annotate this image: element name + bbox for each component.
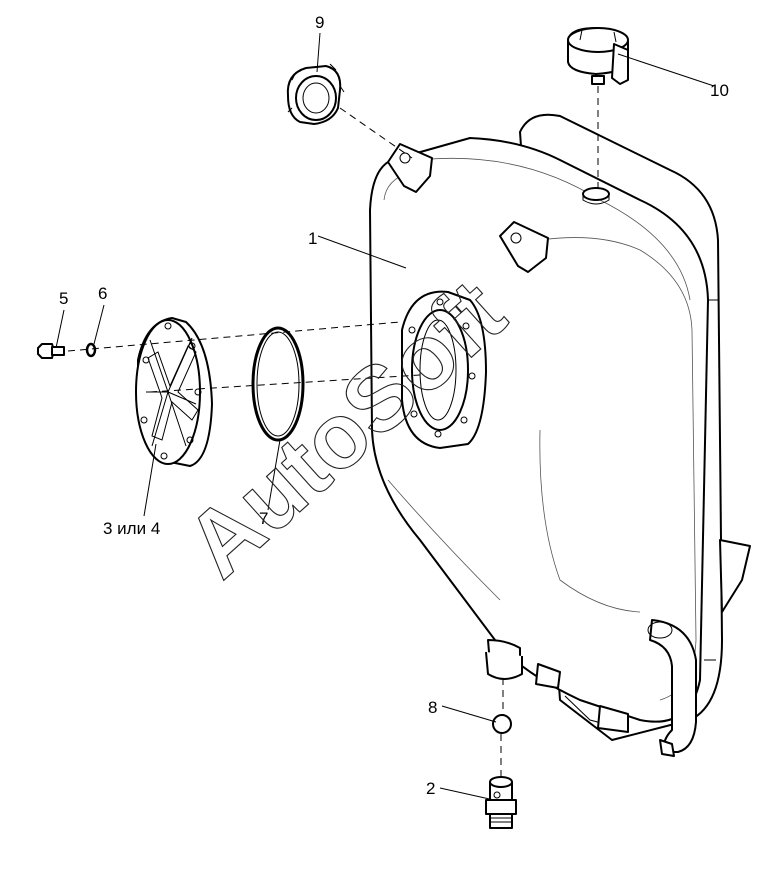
fuel-tank [369,113,751,757]
label-8: 8 [428,698,437,717]
label-6: 6 [98,284,107,303]
label-2: 2 [426,779,435,798]
label-7: 7 [259,509,268,528]
leader-lines [55,32,715,801]
label-10: 10 [710,81,729,100]
label-3-or-4: 3 или 4 [103,519,160,538]
filler-neck-part [286,63,345,125]
flange-cover-part [135,317,213,467]
washer-part [85,342,97,358]
callout-labels: 9 10 1 5 6 3 или 4 7 8 2 [59,13,729,798]
label-9: 9 [315,13,324,32]
small-ball-part [492,714,512,734]
o-ring-part [251,326,305,442]
drain-plug-part [485,776,517,829]
cap-part [567,27,629,85]
label-1: 1 [308,229,317,248]
assembly-axis-lines [67,86,599,778]
bolt-part [37,343,65,359]
label-5: 5 [59,289,68,308]
